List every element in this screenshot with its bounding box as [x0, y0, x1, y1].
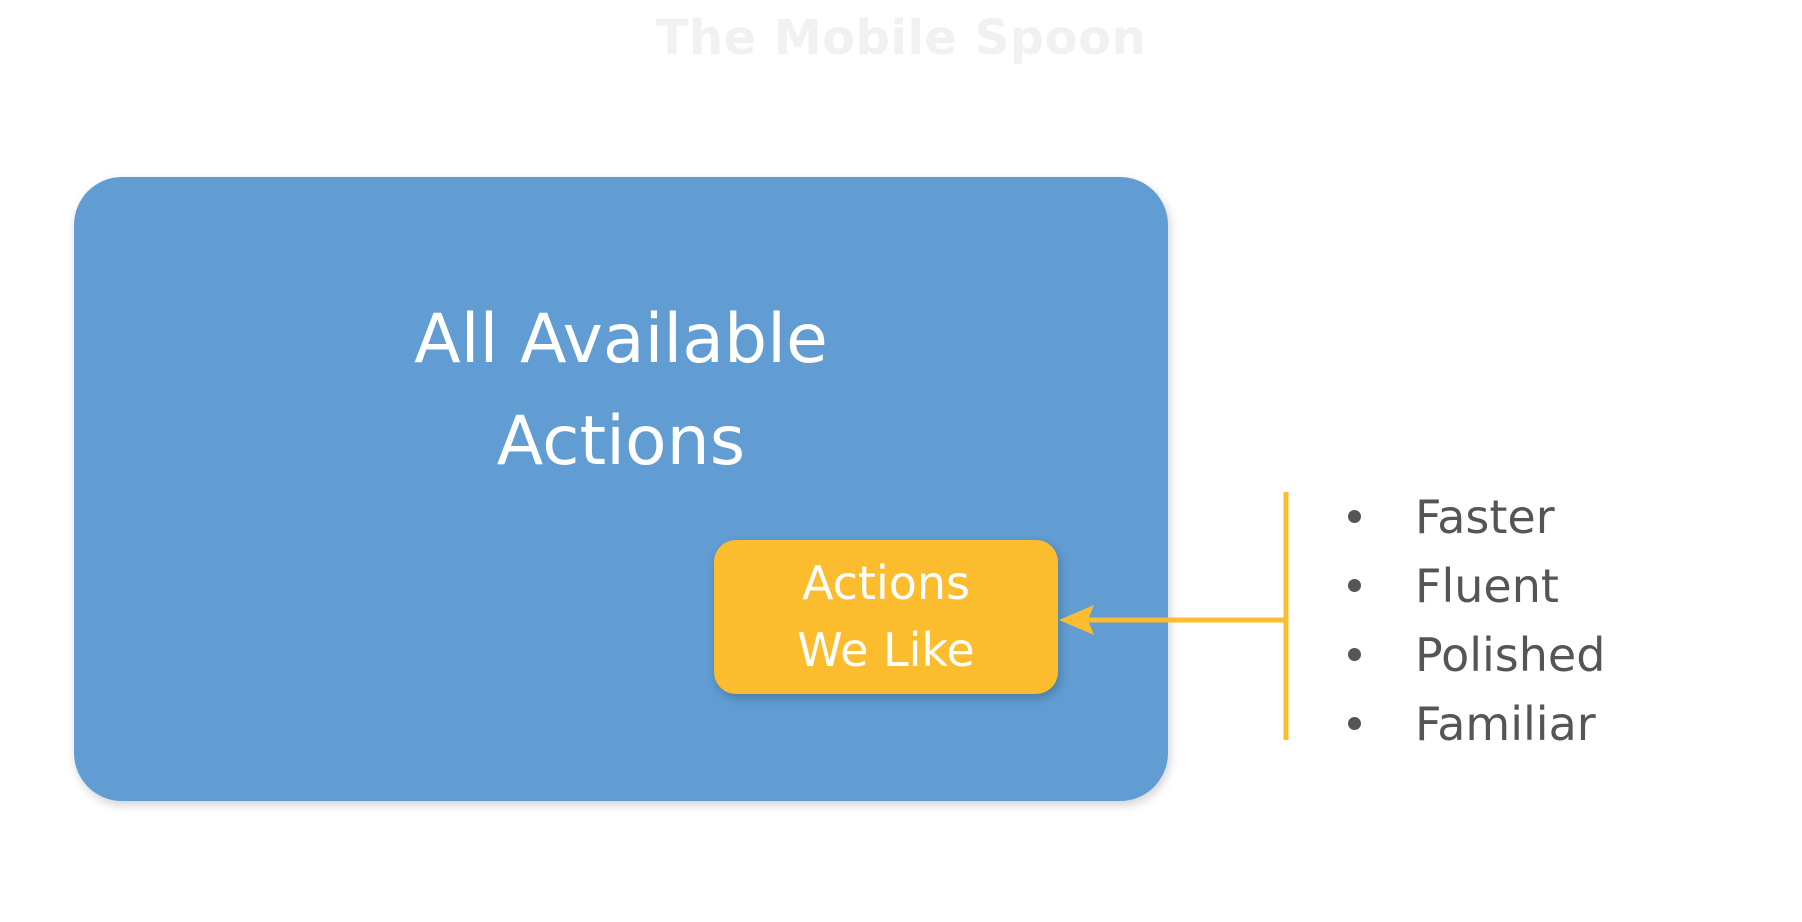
- list-item-text: Familiar: [1415, 696, 1596, 751]
- all-actions-box: All Available Actions: [74, 177, 1168, 801]
- liked-actions-box: Actions We Like: [714, 540, 1058, 694]
- list-item: Familiar: [1340, 689, 1605, 758]
- list-item-text: Polished: [1415, 627, 1606, 682]
- all-actions-label-line1: All Available: [414, 300, 828, 379]
- watermark-title: The Mobile Spoon: [655, 10, 1147, 66]
- bullet-icon: [1348, 717, 1361, 730]
- list-item-text: Fluent: [1415, 558, 1559, 613]
- liked-actions-label-line2: We Like: [797, 623, 975, 677]
- list-item: Fluent: [1340, 551, 1605, 620]
- bullet-icon: [1348, 648, 1361, 661]
- list-item: Faster: [1340, 482, 1605, 551]
- all-actions-label: All Available Actions: [74, 289, 1168, 493]
- list-item-text: Faster: [1415, 489, 1555, 544]
- list-item: Polished: [1340, 620, 1605, 689]
- all-actions-label-line2: Actions: [496, 402, 746, 481]
- qualities-list: Faster Fluent Polished Familiar: [1340, 482, 1605, 758]
- bullet-icon: [1348, 510, 1361, 523]
- liked-actions-label-line1: Actions: [801, 556, 971, 610]
- bullet-icon: [1348, 579, 1361, 592]
